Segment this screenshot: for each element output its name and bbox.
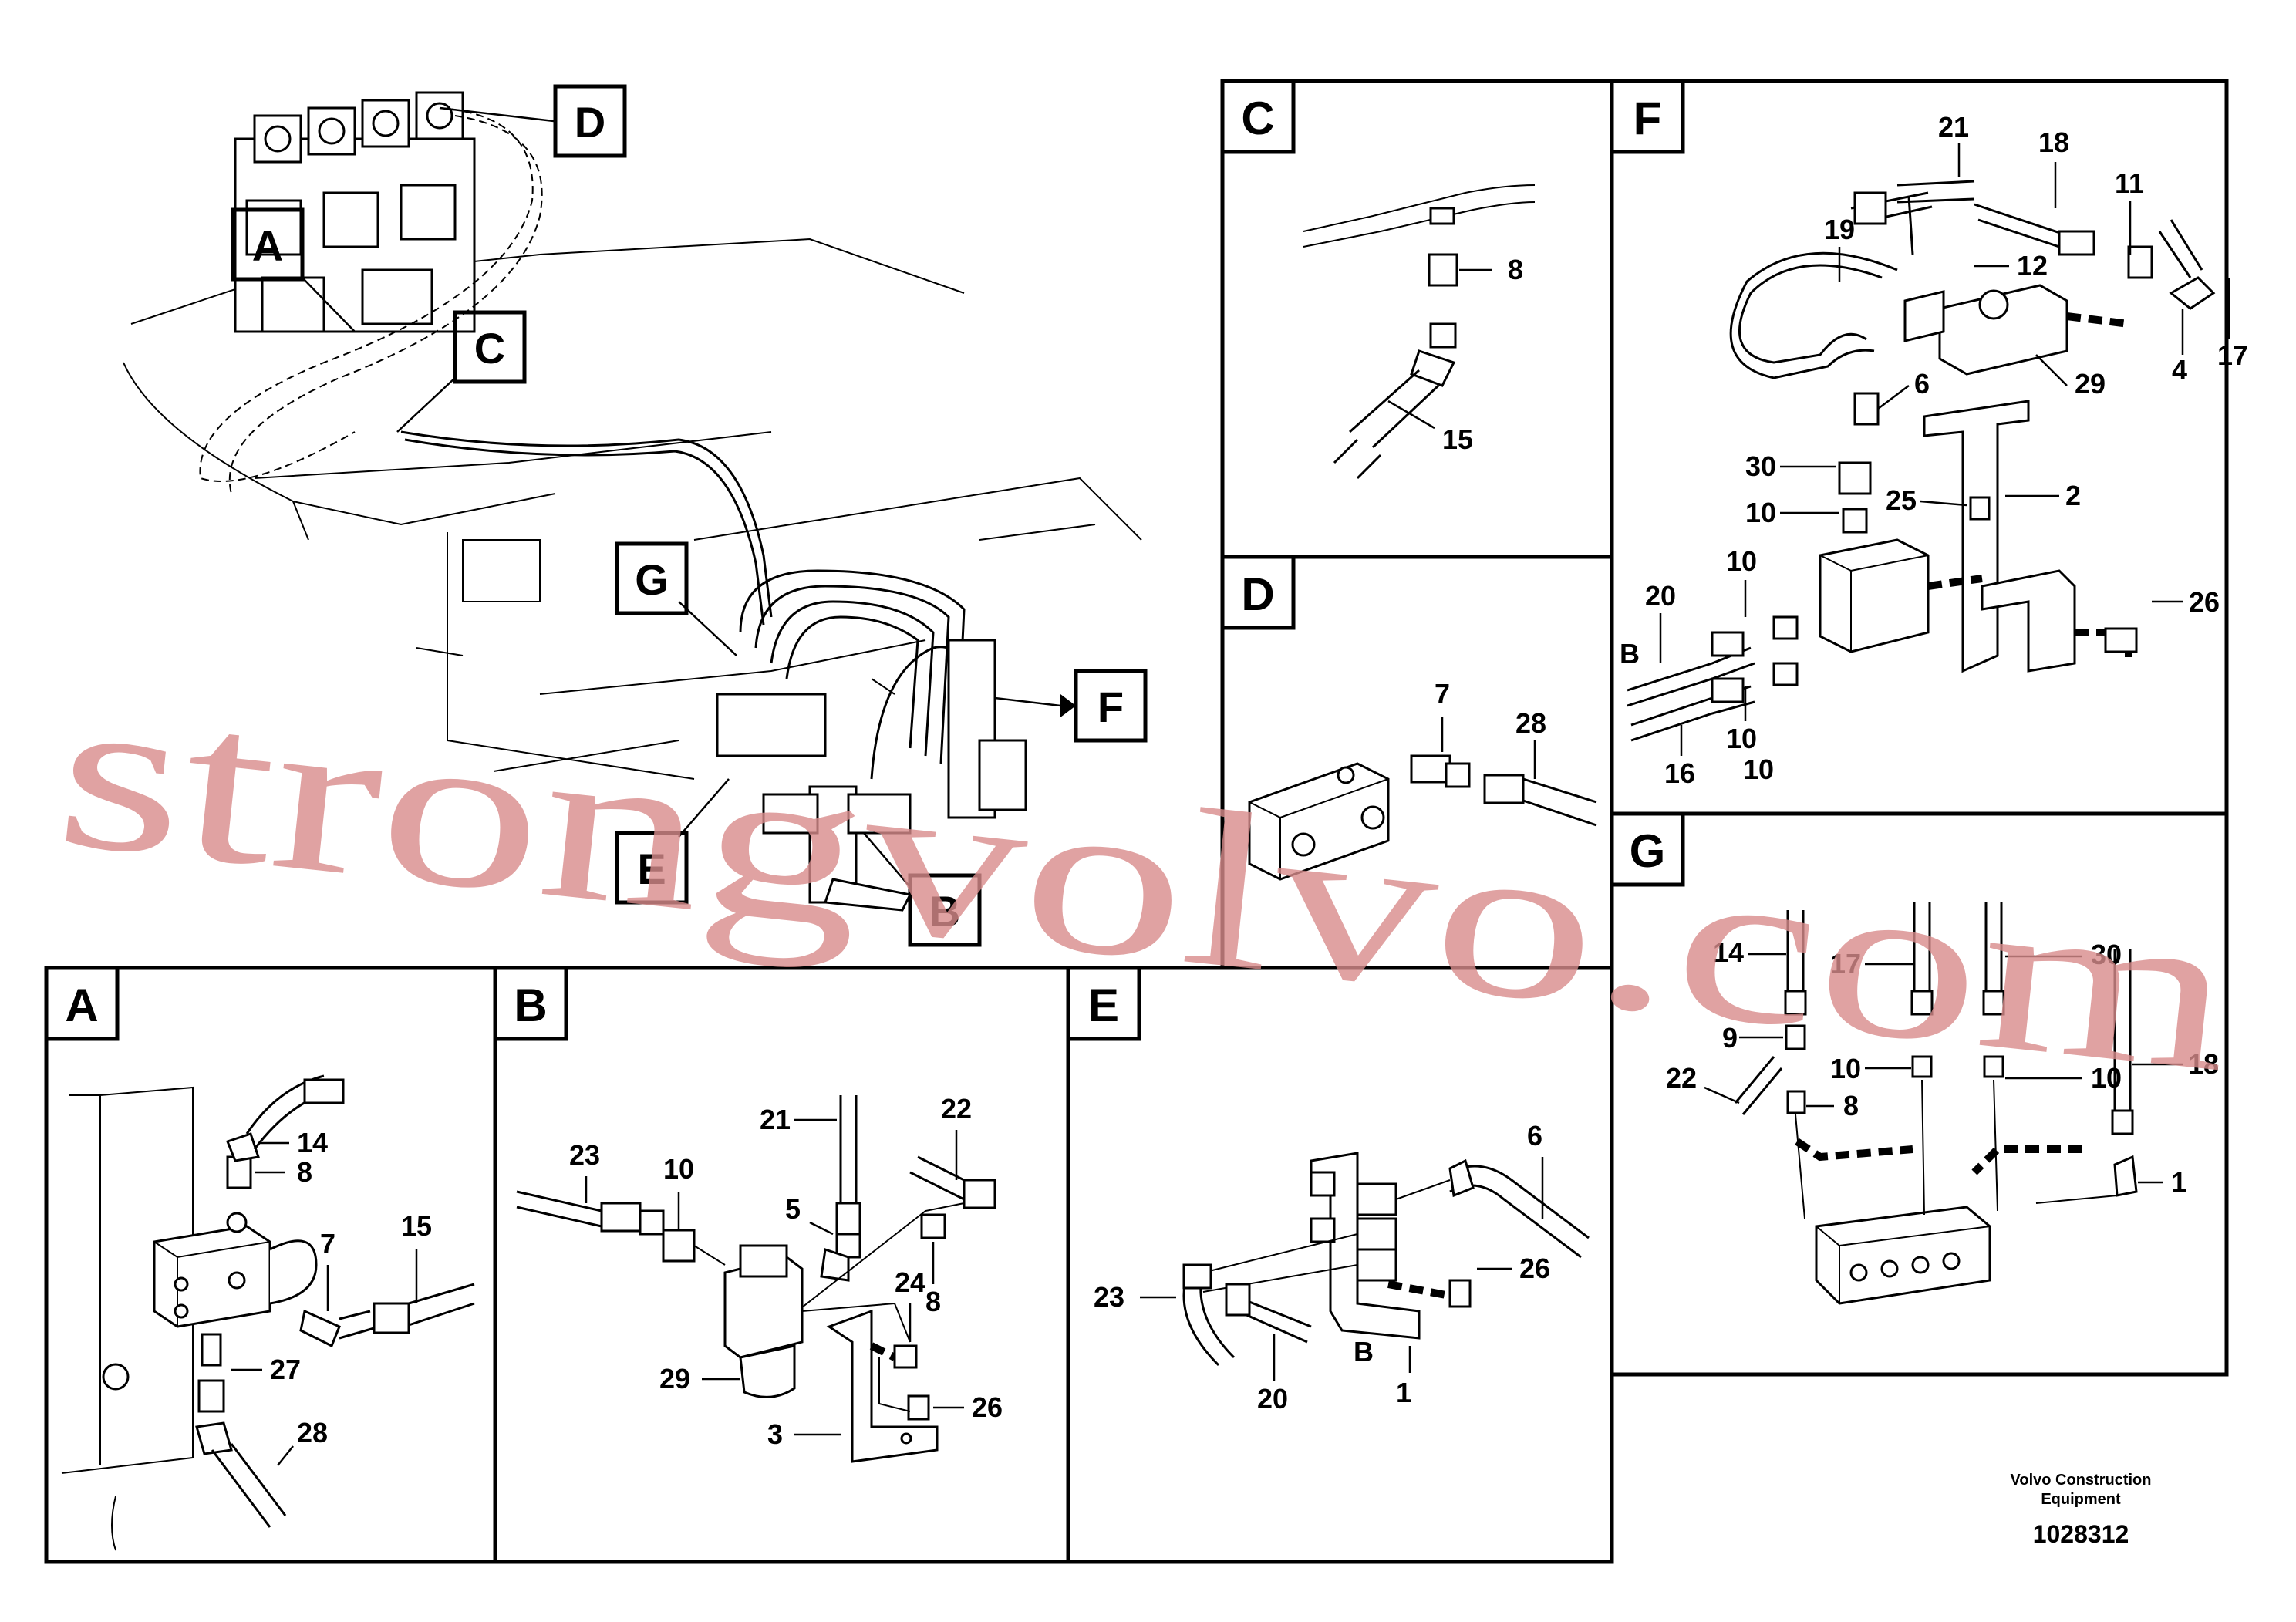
part-number-label: 1 bbox=[1396, 1377, 1411, 1408]
panel-title: B bbox=[514, 980, 547, 1031]
part-number-label: 8 bbox=[1843, 1090, 1859, 1121]
part-number-label: 30 bbox=[1745, 450, 1776, 482]
part-number-label: 10 bbox=[1830, 1053, 1861, 1084]
part-number-label: 16 bbox=[1664, 757, 1695, 789]
callout-g: G bbox=[615, 541, 737, 656]
part-number-label: 17 bbox=[2217, 339, 2248, 371]
callout-letter: G bbox=[635, 555, 669, 604]
part-number-label: 7 bbox=[320, 1228, 335, 1259]
company-line-2: Equipment bbox=[2041, 1491, 2121, 1508]
part-number-label: 21 bbox=[760, 1104, 791, 1135]
part-number-label: 20 bbox=[1257, 1383, 1288, 1415]
part-number-label: 15 bbox=[401, 1210, 432, 1242]
part-number-label: 8 bbox=[925, 1286, 941, 1317]
part-number-label: 10 bbox=[2091, 1062, 2122, 1094]
part-number-label: 9 bbox=[1722, 1022, 1738, 1054]
panel-c: C 8 15 bbox=[1220, 79, 1614, 559]
callout-letter: F bbox=[1097, 683, 1124, 731]
callout-letter: C bbox=[474, 324, 505, 373]
callout-c: C bbox=[396, 310, 527, 433]
part-number-label: 17 bbox=[1830, 948, 1861, 980]
part-number-label: 10 bbox=[1743, 754, 1774, 785]
callout-letter: E bbox=[637, 845, 666, 893]
part-number-label: 14 bbox=[297, 1127, 328, 1158]
panel-title: D bbox=[1241, 568, 1274, 620]
part-number-label: 10 bbox=[1726, 545, 1757, 577]
footer: Volvo Construction Equipment 1028312 bbox=[2011, 1472, 2152, 1548]
part-number-label: 5 bbox=[785, 1193, 801, 1225]
overview-callouts: D A C G F E B bbox=[231, 84, 1148, 947]
part-number-label: 7 bbox=[1435, 678, 1450, 710]
callout-letter: A bbox=[252, 221, 283, 270]
panel-title: A bbox=[65, 980, 98, 1031]
part-number-label: 15 bbox=[1442, 423, 1473, 455]
part-number-label: 4 bbox=[2172, 354, 2187, 386]
part-number-label: 26 bbox=[1519, 1253, 1550, 1284]
part-number-label: B bbox=[1354, 1336, 1374, 1367]
part-number-label: 8 bbox=[1508, 254, 1523, 285]
part-number-label: 18 bbox=[2188, 1048, 2219, 1080]
part-number-label: 8 bbox=[297, 1156, 312, 1188]
drawing-number: 1028312 bbox=[2033, 1520, 2129, 1548]
panel-title: C bbox=[1241, 93, 1274, 144]
part-number-label: 22 bbox=[1666, 1062, 1697, 1094]
part-number-label: 23 bbox=[1094, 1281, 1124, 1313]
part-number-label: 12 bbox=[2017, 250, 2048, 282]
part-number-label: B bbox=[1620, 638, 1640, 669]
part-number-label: 28 bbox=[1515, 707, 1546, 739]
callout-b: B bbox=[863, 832, 982, 947]
part-number-label: 10 bbox=[1745, 497, 1776, 528]
part-number-label: 1 bbox=[2171, 1166, 2186, 1198]
panel-b: B 23 10 21 22 5 24 bbox=[493, 966, 1070, 1564]
company-line-1: Volvo Construction bbox=[2011, 1472, 2152, 1489]
panel-title: G bbox=[1630, 825, 1666, 877]
part-number-label: 10 bbox=[1726, 723, 1757, 754]
part-number-label: 3 bbox=[767, 1418, 783, 1450]
part-number-label: 30 bbox=[2091, 939, 2122, 970]
part-number-label: 23 bbox=[569, 1139, 600, 1171]
part-number-label: 21 bbox=[1938, 111, 1969, 143]
panel-title: E bbox=[1088, 980, 1119, 1031]
part-number-label: 24 bbox=[895, 1266, 925, 1298]
part-number-label: 25 bbox=[1886, 484, 1917, 516]
part-number-label: 11 bbox=[2115, 167, 2144, 199]
overview-drawing bbox=[123, 91, 1142, 912]
part-number-label: 22 bbox=[941, 1093, 972, 1125]
part-number-label: 14 bbox=[1713, 936, 1744, 968]
part-number-label: 29 bbox=[659, 1363, 690, 1394]
part-number-label: 10 bbox=[663, 1153, 694, 1185]
panel-title: F bbox=[1633, 93, 1662, 144]
panel-a: A 14 8 15 7 27 28 bbox=[44, 966, 497, 1564]
part-number-label: 20 bbox=[1645, 580, 1676, 612]
part-number-label: 18 bbox=[2038, 126, 2069, 158]
callout-letter: D bbox=[575, 98, 605, 147]
callout-a: A bbox=[231, 207, 356, 332]
part-number-label: 6 bbox=[1527, 1120, 1542, 1152]
part-number-label: 28 bbox=[297, 1417, 328, 1448]
part-number-label: 2 bbox=[2065, 480, 2081, 511]
part-number-label: 26 bbox=[2189, 586, 2220, 618]
part-number-label: 26 bbox=[972, 1391, 1003, 1423]
part-number-label: 19 bbox=[1824, 214, 1855, 245]
panel-e: E 6 26 23 20 B 1 bbox=[1066, 966, 1614, 1564]
panel-f: F 21 bbox=[1610, 79, 2248, 816]
part-number-label: 27 bbox=[270, 1354, 301, 1385]
callout-letter: B bbox=[929, 887, 960, 936]
callout-f: F bbox=[994, 669, 1148, 743]
part-number-label: 29 bbox=[2075, 368, 2106, 400]
callout-e: E bbox=[615, 778, 730, 905]
part-number-label: 6 bbox=[1914, 368, 1930, 400]
callout-d: D bbox=[439, 84, 627, 158]
